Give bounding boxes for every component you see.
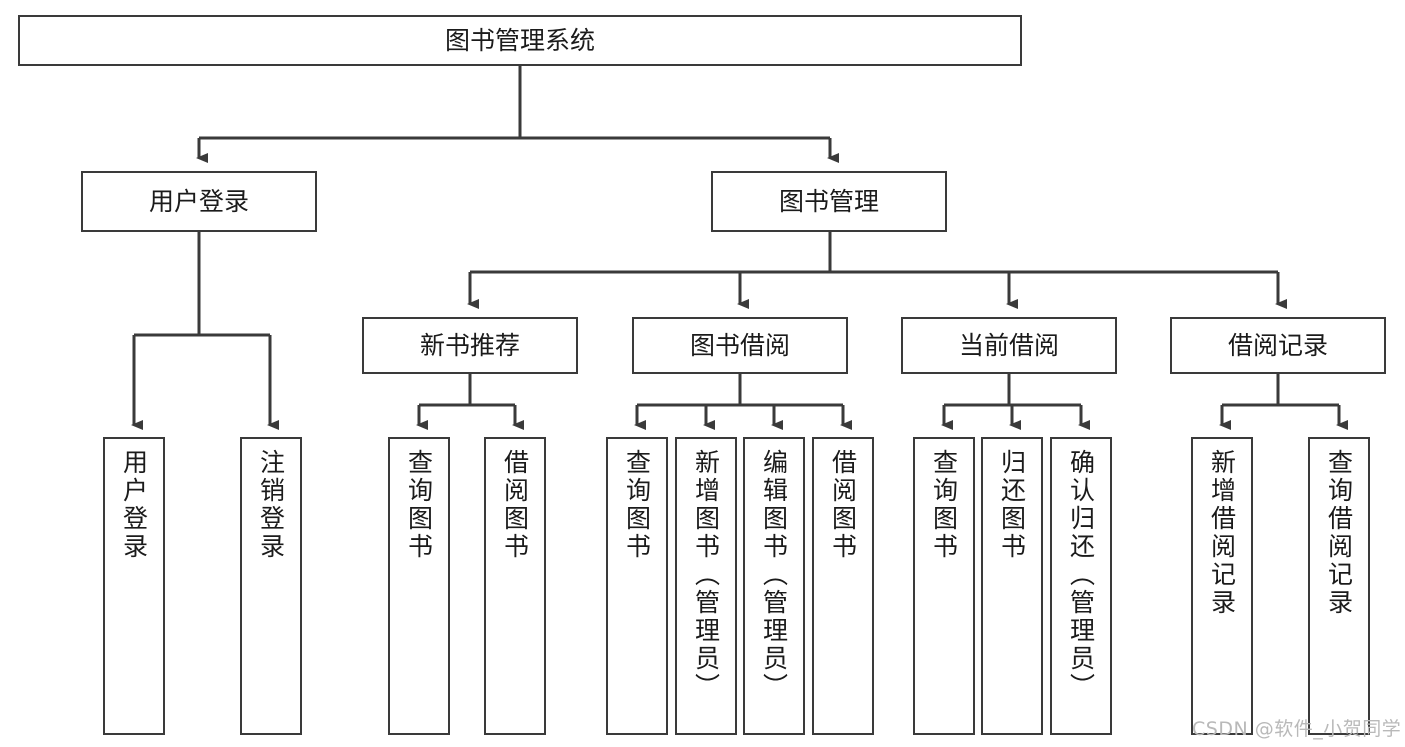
- node-label: 图书管理系统: [444, 25, 595, 55]
- leaf-new-book-query[interactable]: 查询图书: [388, 437, 450, 735]
- node-label: 新书推荐: [419, 330, 520, 360]
- node-label: 借阅图书: [828, 449, 858, 561]
- node-label: 当前借阅: [958, 330, 1059, 360]
- node-label: 查询借阅记录: [1324, 449, 1354, 617]
- node-label: 图书管理: [778, 186, 879, 216]
- node-book-borrow[interactable]: 图书借阅: [632, 317, 848, 374]
- node-root-system[interactable]: 图书管理系统: [18, 15, 1022, 66]
- leaf-borrow-record-add[interactable]: 新增借阅记录: [1191, 437, 1253, 735]
- node-label: 查询图书: [929, 449, 959, 561]
- node-user-login[interactable]: 用户登录: [81, 171, 317, 232]
- node-label: 编辑图书（管理员）: [759, 449, 789, 701]
- node-current-borrow[interactable]: 当前借阅: [901, 317, 1117, 374]
- leaf-current-borrow-confirm[interactable]: 确认归还（管理员）: [1050, 437, 1112, 735]
- leaf-borrow-record-query[interactable]: 查询借阅记录: [1308, 437, 1370, 735]
- leaf-new-book-borrow[interactable]: 借阅图书: [484, 437, 546, 735]
- node-book-management[interactable]: 图书管理: [711, 171, 947, 232]
- node-label: 借阅图书: [500, 449, 530, 561]
- leaf-book-borrow-query[interactable]: 查询图书: [606, 437, 668, 735]
- node-label: 确认归还（管理员）: [1066, 449, 1096, 701]
- leaf-book-borrow-add[interactable]: 新增图书（管理员）: [675, 437, 737, 735]
- node-label: 用户登录: [148, 186, 249, 216]
- node-label: 查询图书: [622, 449, 652, 561]
- leaf-book-borrow-borrow[interactable]: 借阅图书: [812, 437, 874, 735]
- node-label: 归还图书: [997, 449, 1027, 561]
- leaf-user-login-signin[interactable]: 用户登录: [103, 437, 165, 735]
- node-label: 注销登录: [256, 449, 286, 561]
- node-label: 借阅记录: [1227, 330, 1328, 360]
- leaf-current-borrow-return[interactable]: 归还图书: [981, 437, 1043, 735]
- node-label: 图书借阅: [689, 330, 790, 360]
- node-label: 新增借阅记录: [1207, 449, 1237, 617]
- node-borrow-record[interactable]: 借阅记录: [1170, 317, 1386, 374]
- node-new-book-recommend[interactable]: 新书推荐: [362, 317, 578, 374]
- leaf-book-borrow-edit[interactable]: 编辑图书（管理员）: [743, 437, 805, 735]
- node-label: 新增图书（管理员）: [691, 449, 721, 701]
- csdn-watermark: CSDN @软件_小贺同学: [1192, 718, 1402, 740]
- leaf-user-login-signout[interactable]: 注销登录: [240, 437, 302, 735]
- leaf-current-borrow-query[interactable]: 查询图书: [913, 437, 975, 735]
- node-label: 查询图书: [404, 449, 434, 561]
- node-label: 用户登录: [119, 449, 149, 561]
